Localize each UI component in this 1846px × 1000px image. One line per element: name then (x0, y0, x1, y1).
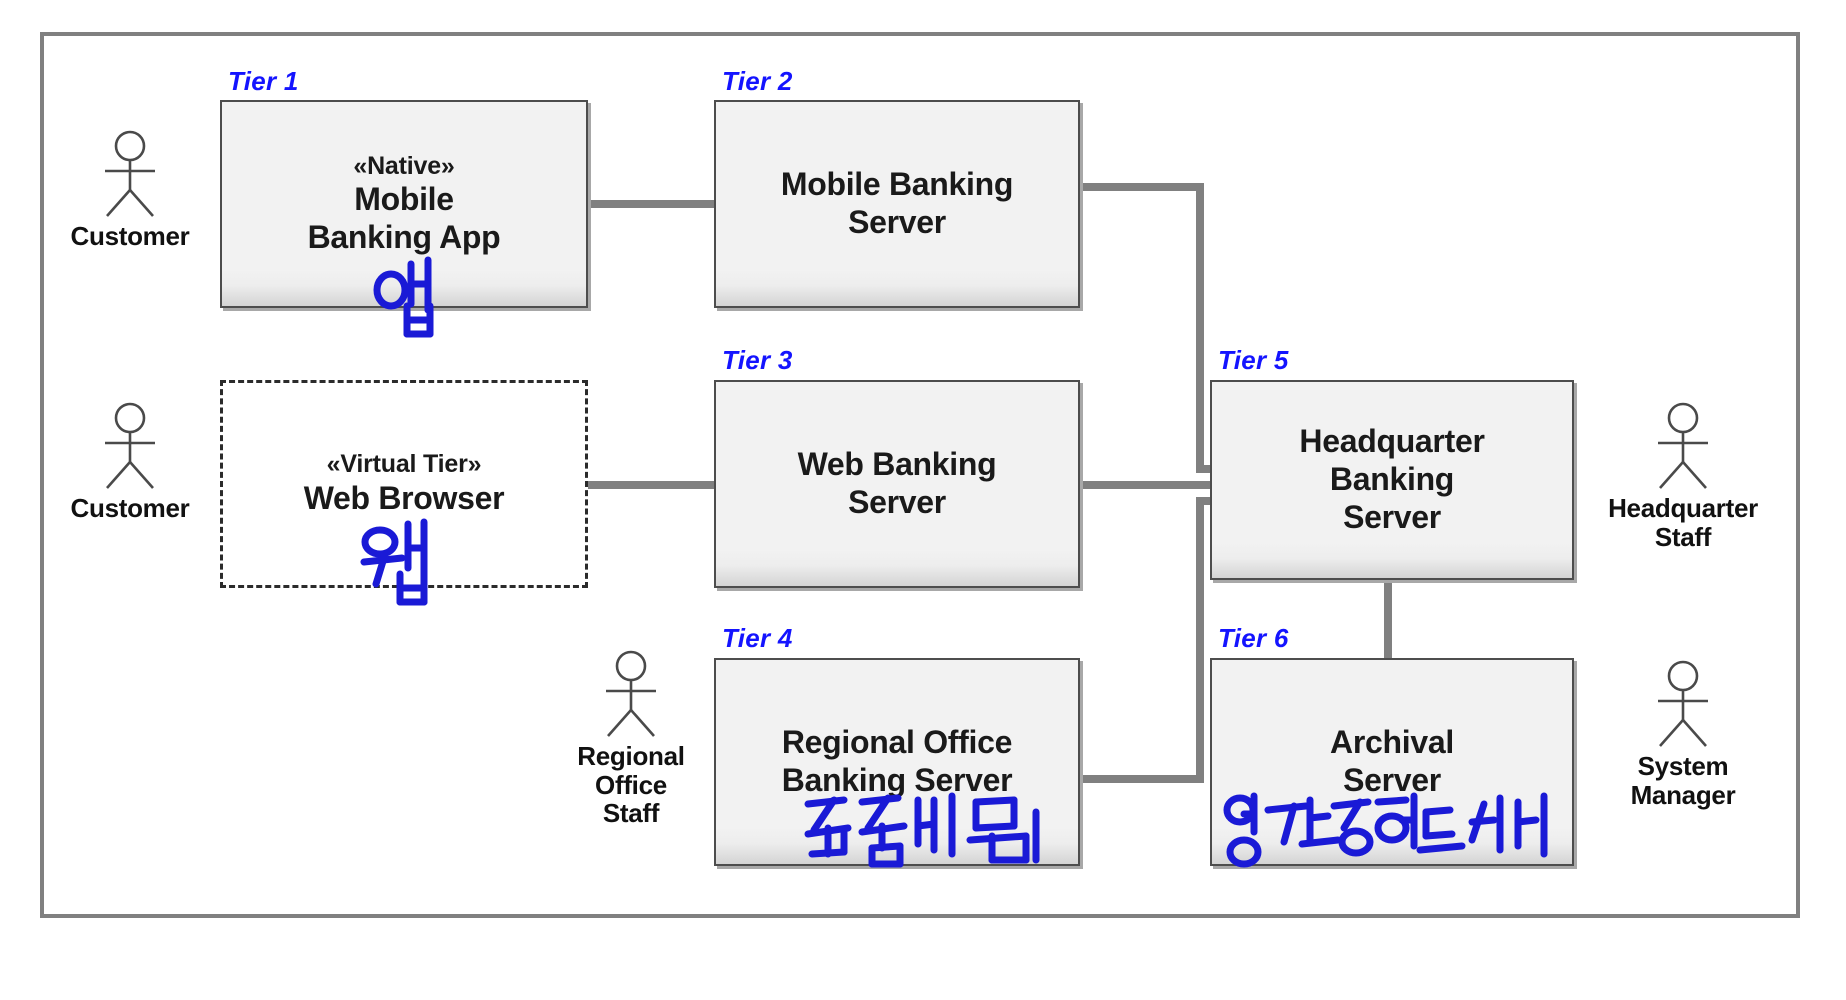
node-name: Mobile Banking App (307, 181, 501, 255)
node-name: Mobile Banking Server (780, 166, 1014, 240)
actor-headquarter-staff[interactable]: Headquarter Staff (1598, 400, 1768, 551)
actor-figure-icon (85, 128, 175, 220)
node-name: Web Banking Server (797, 446, 997, 520)
actor-label: Customer (70, 221, 190, 251)
connector-mobileserver-to-hq-v (1196, 183, 1204, 473)
node-name: Regional Office Banking Server (781, 724, 1013, 798)
tier-label-2: Tier 2 (722, 66, 793, 96)
actor-figure-icon (586, 648, 676, 740)
node-stereotype: «Native» (353, 151, 455, 180)
connector-regional-to-hq-h1 (1076, 775, 1204, 783)
actor-label: Customer (70, 493, 190, 523)
actor-label: System Manager (1630, 751, 1736, 810)
actor-customer-web[interactable]: Customer (45, 400, 215, 523)
connector-hq-to-archival (1384, 576, 1392, 662)
tier-label-1: Tier 1 (228, 66, 299, 96)
connector-mobileapp-to-mobileserver (584, 200, 714, 208)
node-name: Headquarter Banking Server (1299, 423, 1485, 535)
actor-figure-icon (85, 400, 175, 492)
tier-label-4: Tier 4 (722, 623, 793, 653)
actor-system-manager[interactable]: System Manager (1598, 658, 1768, 809)
node-name: Web Browser (303, 479, 505, 516)
connector-mobileserver-to-hq-h1 (1076, 183, 1204, 191)
node-headquarter-banking-server[interactable]: Headquarter Banking Server (1210, 380, 1574, 580)
actor-label: Headquarter Staff (1608, 493, 1758, 552)
actor-customer-mobile[interactable]: Customer (45, 128, 215, 251)
connector-webbrowser-to-webserver (584, 481, 714, 489)
node-web-banking-server[interactable]: Web Banking Server (714, 380, 1080, 588)
connector-webserver-to-hq (1076, 481, 1316, 489)
actor-figure-icon (1638, 658, 1728, 750)
tier-label-6: Tier 6 (1218, 623, 1289, 653)
actor-regional-office-staff[interactable]: Regional Office Staff (546, 648, 716, 828)
node-web-browser[interactable]: «Virtual Tier» Web Browser (220, 380, 588, 588)
diagram-frame (40, 32, 1800, 918)
node-archival-server[interactable]: Archival Server (1210, 658, 1574, 866)
node-stereotype: «Virtual Tier» (326, 450, 482, 479)
connector-regional-to-hq-v (1196, 497, 1204, 783)
node-name: Archival Server (1330, 724, 1454, 798)
actor-label: Regional Office Staff (577, 741, 685, 829)
node-mobile-banking-app[interactable]: «Native» Mobile Banking App (220, 100, 588, 308)
tier-label-3: Tier 3 (722, 345, 793, 375)
node-mobile-banking-server[interactable]: Mobile Banking Server (714, 100, 1080, 308)
tier-label-5: Tier 5 (1218, 345, 1289, 375)
node-regional-office-banking-server[interactable]: Regional Office Banking Server (714, 658, 1080, 866)
actor-figure-icon (1638, 400, 1728, 492)
